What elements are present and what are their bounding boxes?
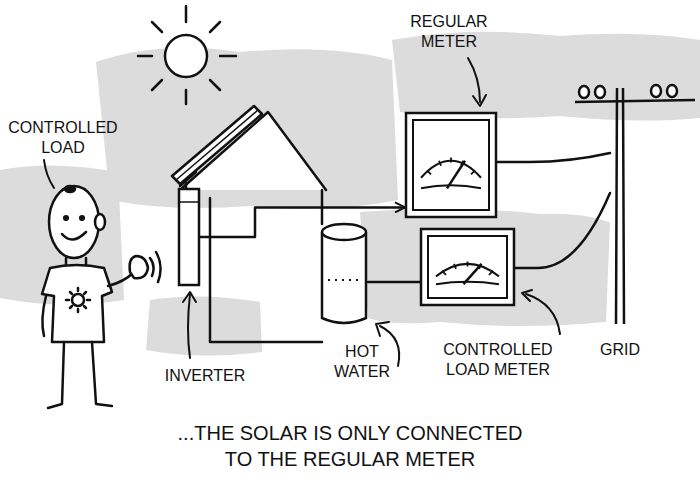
- person: [42, 186, 161, 408]
- wire: [200, 207, 404, 237]
- node-label: GRID: [596, 340, 644, 360]
- callout-label: CONTROLLED LOAD: [4, 118, 122, 158]
- meter-face: [405, 112, 497, 218]
- leader-lines: [44, 58, 560, 366]
- wire: [515, 193, 610, 268]
- caption: ...THE SOLAR IS ONLY CONNECTED TO THE RE…: [165, 420, 535, 472]
- grid-pole: GRID: [610, 88, 630, 324]
- inverter-outline: [178, 188, 200, 286]
- house: [180, 112, 326, 342]
- regular-meter: REGULAR METER: [405, 112, 497, 218]
- inverter-box: INVERTER: [178, 188, 200, 286]
- meter-face: [420, 228, 515, 306]
- hot-water-tank: HOT WATER: [320, 222, 368, 326]
- node-label: REGULAR METER: [397, 12, 501, 52]
- node-label: HOT WATER: [326, 342, 398, 382]
- grey-wash: [0, 32, 700, 356]
- controlled-load-meter: CONTROLLED LOAD METER: [420, 228, 515, 306]
- wire: [497, 153, 610, 162]
- node-label: CONTROLLED LOAD METER: [430, 340, 566, 380]
- wire: [368, 281, 420, 284]
- sun: [138, 6, 236, 104]
- pole-drawing: [610, 88, 630, 324]
- solar-panels: [172, 106, 262, 190]
- tank-outline: [320, 222, 368, 326]
- node-label: INVERTER: [150, 366, 260, 386]
